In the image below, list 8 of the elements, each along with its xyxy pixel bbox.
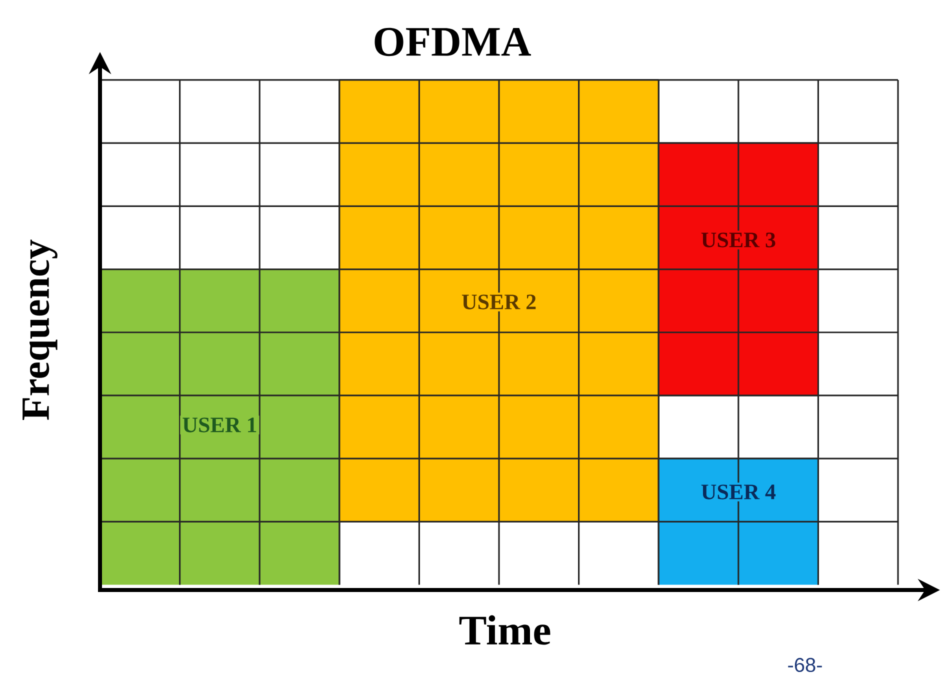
chart-title: OFDMA [374,28,532,56]
user-block: USER 3 [658,142,819,396]
axis-label: Time [459,615,550,645]
user-block: USER 2 [338,79,660,522]
page-number: -68- [788,658,822,672]
user-block: USER 4 [658,458,819,585]
axis-label: Frequency [22,240,58,420]
user-block: USER 1 [99,268,340,585]
